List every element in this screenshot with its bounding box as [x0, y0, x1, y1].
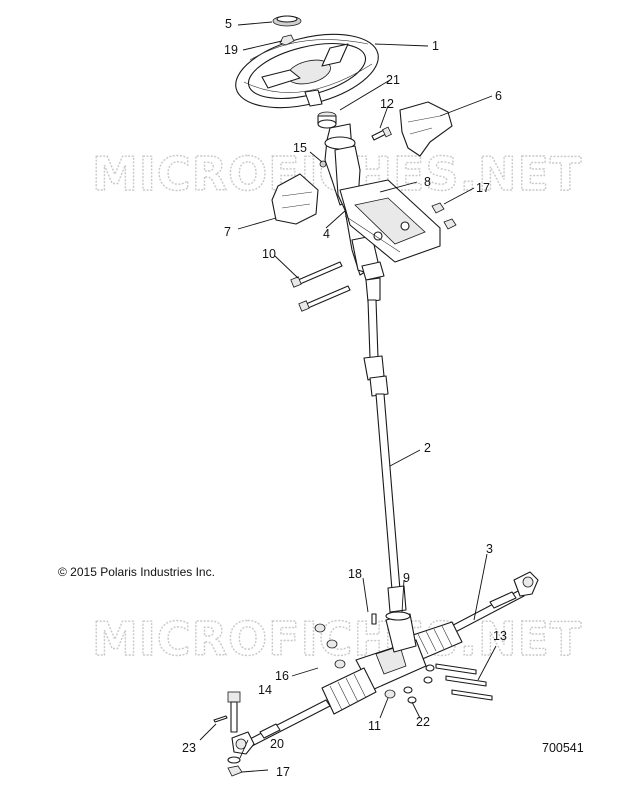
callout-3: 3 — [486, 542, 493, 556]
wheel-nut — [279, 34, 295, 46]
callout-10: 10 — [262, 247, 276, 261]
intermediate-shaft — [363, 277, 407, 613]
nut-17-upper — [431, 202, 457, 230]
bolt-14 — [227, 691, 241, 733]
callout-17-lower: 17 — [276, 765, 290, 779]
steering-wheel — [235, 33, 379, 109]
callout-17-upper: 17 — [476, 181, 490, 195]
steering-rack — [231, 571, 539, 755]
rack-hardware — [314, 613, 493, 704]
nut-17-lower — [227, 765, 243, 777]
washer-20 — [227, 756, 241, 764]
callout-16: 16 — [275, 669, 289, 683]
callout-22: 22 — [416, 715, 430, 729]
callout-21: 21 — [386, 73, 400, 87]
steering-column — [324, 123, 441, 281]
copyright-notice: © 2015 Polaris Industries Inc. — [58, 565, 215, 579]
bolts-10 — [290, 261, 351, 312]
cotter-pin — [213, 715, 228, 723]
callout-13: 13 — [493, 629, 507, 643]
callout-14: 14 — [258, 683, 272, 697]
callout-15: 15 — [293, 141, 307, 155]
callout-20: 20 — [270, 737, 284, 751]
callout-11: 11 — [368, 719, 381, 733]
drawing-number: 700541 — [542, 741, 584, 755]
watermark-lower: MICROFICHES.NET — [92, 612, 582, 666]
screw-12 — [371, 126, 392, 141]
upper-column-cover — [399, 101, 453, 157]
callout-5: 5 — [225, 17, 232, 31]
leader-lines — [199, 21, 497, 773]
callout-9: 9 — [403, 571, 410, 585]
callout-1: 1 — [432, 39, 439, 53]
callout-23: 23 — [182, 741, 196, 755]
callout-19: 19 — [224, 43, 238, 57]
callout-8: 8 — [424, 175, 431, 189]
callout-6: 6 — [495, 89, 502, 103]
horn-cap — [272, 15, 302, 27]
column-bushing — [317, 111, 337, 129]
callout-7: 7 — [224, 225, 231, 239]
callout-12: 12 — [380, 97, 394, 111]
callout-18: 18 — [348, 567, 362, 581]
nut-15 — [319, 160, 327, 168]
callout-4: 4 — [323, 227, 330, 241]
callout-2: 2 — [424, 441, 431, 455]
lower-column-cover — [271, 173, 319, 225]
